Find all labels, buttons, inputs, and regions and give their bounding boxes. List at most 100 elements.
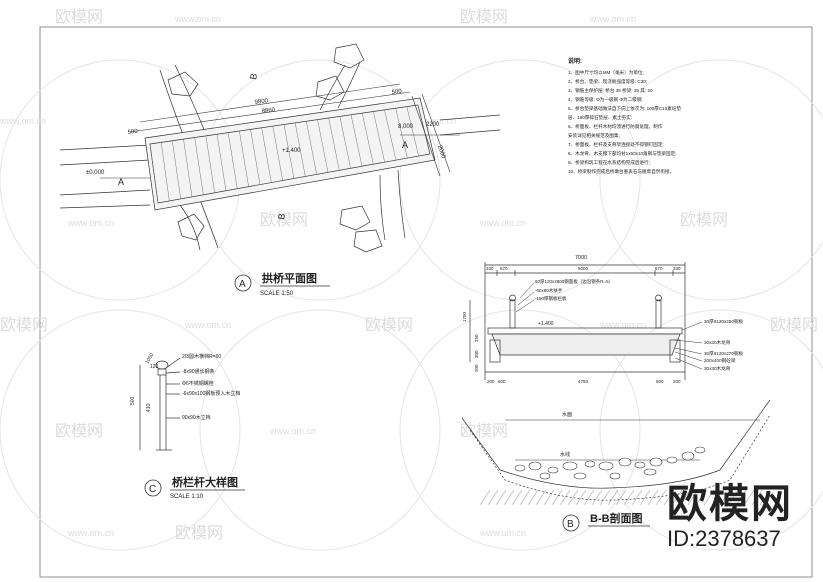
stone (562, 461, 578, 471)
watermark-brand: 欧模网 (260, 211, 308, 229)
deck-plank (272, 126, 283, 181)
watermark-site: www.om.cn (599, 320, 646, 330)
plan-badge-circle (234, 274, 252, 292)
section-b-bottom: B (276, 213, 287, 221)
hatch-line (703, 489, 715, 506)
stone (573, 472, 587, 480)
concrete-beam (491, 333, 681, 356)
watermark-brand: 欧模网 (175, 524, 223, 542)
notes-item: 4、钢筋等级: Φ为一级钢 Φ为二级钢; (568, 96, 643, 103)
deck-plank (317, 119, 329, 173)
watermark-arcs (0, 59, 823, 551)
watermark-site: www.om.cn (589, 14, 636, 24)
hatch-line (695, 489, 707, 506)
stone (649, 457, 663, 467)
deck-plank (339, 116, 351, 169)
notes-item: 3、钢筋主保护层: 桥台 35 桥梁: 35 其: 20 (568, 87, 653, 94)
bridge-deck (144, 97, 436, 211)
elev-dim-top: 330 (486, 266, 494, 271)
hatch-line (567, 489, 579, 506)
hatch-line (719, 489, 731, 506)
watermark-brand: 欧模网 (770, 316, 818, 334)
stream-bed (461, 399, 771, 489)
deck-plank (250, 129, 261, 185)
notes-item: 7、桥面板、栏杆及支骨架连接处不得钢钉固定; (568, 141, 664, 148)
rock (177, 213, 205, 241)
railing-dim: 120 (150, 364, 159, 370)
deck-plank (294, 122, 306, 177)
deck-planks (149, 104, 431, 204)
notes-item: 8、木龙骨、木支撑下部均衬1x60x10角钢与垫梁固定; (568, 150, 676, 157)
railing-title: 桥栏杆大样图 (172, 475, 238, 489)
stone (598, 461, 614, 471)
railing-dim: 500 (130, 396, 136, 405)
deck-plank (172, 140, 181, 199)
stone (539, 472, 551, 480)
hatch-line (607, 489, 619, 506)
section-a-right: A (402, 140, 408, 150)
notes-heading: 说明: (568, 57, 582, 65)
elev-dim-bottom: 500 (656, 379, 664, 384)
deck-plank (361, 113, 374, 165)
watermark-site: www.om.cn (0, 116, 46, 126)
watermark-site: www.om.cn (269, 426, 316, 436)
elev-label-right: 30厚9120x270钢板 (704, 350, 743, 357)
elev-dim-top: 670 (655, 266, 663, 271)
deck-plank (149, 143, 159, 204)
stone (609, 472, 621, 480)
water-line-label: 水线 (560, 451, 570, 458)
notes-item: 6、桥面板、栏杆木材均须进行防腐处理，制作 (568, 123, 663, 130)
notes-item: 10、桥梁制作完成后桥墩台重表石与脱草自然衔接。 (568, 168, 674, 175)
watermark-brand: 欧模网 (365, 316, 413, 334)
elev-label-right: 30x30木龙骨 (704, 339, 731, 346)
deck-plank (183, 139, 193, 197)
hatch-line (647, 489, 659, 506)
elev-label-right: 200x400钢砼梁 (704, 357, 736, 364)
rock (167, 71, 199, 97)
hatch-line (743, 489, 755, 506)
elev-label-right: 30厚9120x250钢板 (704, 318, 743, 325)
deck-plank (395, 108, 408, 159)
deck-plank (227, 132, 238, 189)
notes-item: 9、桥梁构筑工程在水系结构完成后进行; (568, 159, 650, 166)
notes-item: 2、桥台、垫梁、现浇板强度等级: C30; (568, 78, 647, 85)
railing-scale: SCALE 1:10 (170, 494, 204, 500)
elev-dim-bottom: 200 (673, 379, 681, 384)
stone (643, 468, 657, 476)
stone (681, 451, 695, 461)
stone (634, 461, 646, 469)
railing-post (655, 299, 662, 329)
stone (547, 466, 559, 474)
railing-dim: 410 (146, 403, 152, 412)
watermark-brand: 欧模网 (460, 8, 508, 26)
elev-label-left: -150厚钢板栏板 (535, 295, 567, 302)
hatch-line (551, 489, 563, 506)
hatch-line (655, 489, 667, 506)
watermark-site: www.om.cn (174, 14, 221, 24)
railing-label: 90x90木立档 (182, 414, 211, 421)
hatch-line (527, 489, 539, 506)
deck-plank (216, 134, 227, 191)
hatch-line (735, 489, 747, 506)
railing-dim: 1050 (145, 352, 156, 365)
deck-plank (239, 130, 249, 187)
watermark-site: www.om.cn (479, 218, 526, 228)
railing-title-block: C 桥栏杆大样图 SCALE 1:10 (144, 475, 245, 500)
notes-item: 层、150厚碎石垫层、素土夯实; (568, 114, 632, 121)
railing-label: 2/3圆木横档R=60 (182, 353, 221, 360)
elev-mid: +1.400 (282, 148, 301, 154)
post-cap (655, 294, 662, 302)
watermark-brand: 欧模网 (55, 422, 103, 440)
hatch-line (599, 489, 611, 506)
elev-label-left: 60厚120x2800钢面板（边沿钢条R=5） (535, 278, 613, 285)
railing-detail (139, 357, 181, 451)
model-id: ID:2378637 (667, 526, 781, 551)
watermark-site: www.om.cn (409, 116, 456, 126)
hatch-line (751, 489, 763, 506)
deck-plank (194, 137, 204, 195)
bridge-plan (59, 43, 501, 253)
watermark-site: www.om.cn (479, 528, 526, 538)
hatch-line (727, 489, 739, 506)
hatch-line (503, 489, 515, 506)
